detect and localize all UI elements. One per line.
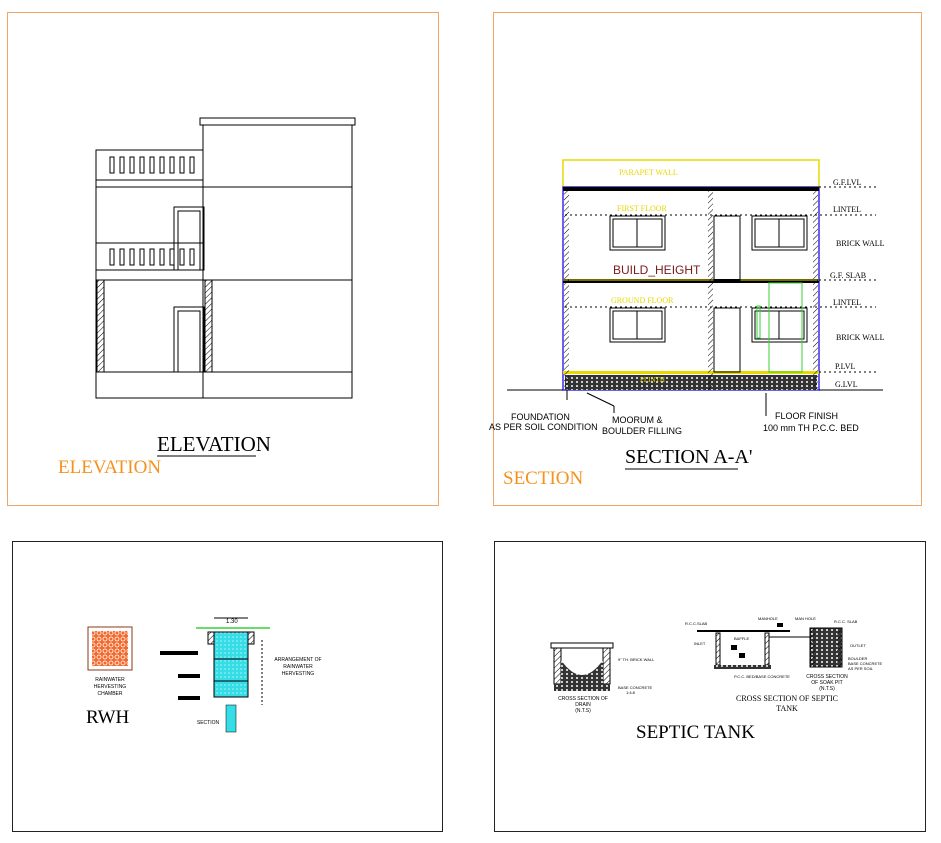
railing-slot [129,156,135,174]
manhole-note: MANHOLE [758,616,778,621]
foundation-note: AS PER SOIL CONDITION [489,422,598,432]
foundation-note: FOUNDATION [511,412,570,422]
plinth-label: PLINTH [640,376,665,384]
railing-slot [169,156,175,174]
base-concrete-note: BASE CONCRETE [618,685,653,690]
drain-title: CROSS SECTION OF [558,696,608,702]
railing-slot [139,156,145,174]
boulder-note: BASE CONCRETE [848,661,883,666]
soak-pit-title: CROSS SECTION [806,674,848,680]
rwh-drawing [87,617,270,733]
septic-drawing [550,623,843,691]
floor-finish-note: 100 mm TH P.C.C. BED [763,423,859,433]
rwh-panel [12,541,443,832]
septic-panel [494,541,926,832]
elevation-title: ELEVATION [157,432,271,456]
railing-slot [129,248,135,266]
section-panel [493,12,922,506]
railing-slot [149,156,155,174]
boulder-note: BOULDER [848,656,867,661]
rwh-chamber-note: RAINWATER [95,677,125,683]
first-floor-label: FIRST FLOOR [617,204,668,213]
rwh-arrangement-note: ARRANGEMENT OF [274,657,321,663]
moorum-note: MOORUM & [612,415,663,425]
railing-slot [189,156,195,174]
parapet-label: PARAPET WALL [619,168,678,177]
base-concrete-note: 1:4:8 [626,690,636,695]
level-label: LINTEL [833,298,861,307]
railing-slot [139,248,145,266]
soak-rcc-note: R.C.C. SLAB [834,619,858,624]
level-label: BRICK WALL [836,239,885,248]
railing-slot [169,248,175,266]
pcc-note: P.C.C. BED/BASE CONCRETE [734,674,790,679]
section-drawing [507,159,883,416]
septic-section-title: CROSS SECTION OF SEPTIC [736,694,838,703]
rwh-chamber-note: CHAMBER [97,691,122,697]
railing-slot [159,156,165,174]
level-label: G.LVL [835,380,858,389]
soak-pit-title: OF SOAK PIT [811,680,842,686]
soak-pit-title: (N.T.S) [819,686,835,692]
build-height-label: BUILD_HEIGHT [613,263,701,277]
rwh-dimension: 1.30 [226,619,238,625]
outlet-note: OUTLET [850,643,866,648]
railing-slot [119,156,125,174]
moorum-note: BOULDER FILLING [602,426,682,436]
level-label: LINTEL [833,205,861,214]
drain-title: (N.T.S) [575,708,591,714]
rwh-arrangement-note: HERVESTING [282,671,315,677]
rwh-arrangement-note: RAINWATER [283,664,313,670]
boulder-note: AS PER SOIL [848,666,874,671]
septic-title: SEPTIC TANK [636,722,755,743]
railing-slot [149,248,155,266]
railing-slot [109,248,115,266]
railing-slot [179,156,185,174]
level-label: BRICK WALL [836,333,885,342]
septic-section-title: TANK [776,704,798,713]
inlet-note: INLET [694,641,706,646]
level-label: P.LVL [835,362,855,371]
elevation-drawing [95,117,356,399]
section-label: SECTION [503,468,584,489]
rwh-section-label: SECTION [197,720,220,726]
level-label: G.F.LVL [833,178,862,187]
railing-slot [179,248,185,266]
rwh-title: RWH [86,707,130,728]
railing-slot [119,248,125,266]
elevation-panel [7,12,439,506]
drain-title: DRAIN [575,702,591,708]
rwh-chamber-note: HERVESTING [94,684,127,690]
brick-wall-note: 9" TH. BRICK WALL [618,657,655,662]
railing-slot [159,248,165,266]
level-label: G.F. SLAB [830,271,866,280]
ground-floor-label: GROUND FLOOR [611,296,674,305]
railing-slot [109,156,115,174]
baffle-note: BAFFLE [734,636,749,641]
floor-finish-note: FLOOR FINISH [775,411,838,421]
soak-manhole-note: MAN HOLE [795,616,816,621]
rcc-slab-note: R.C.C.SLAB [685,621,708,626]
railing-slot [189,248,195,266]
section-title: SECTION A-A' [625,446,753,468]
elevation-label: ELEVATION [58,457,161,478]
